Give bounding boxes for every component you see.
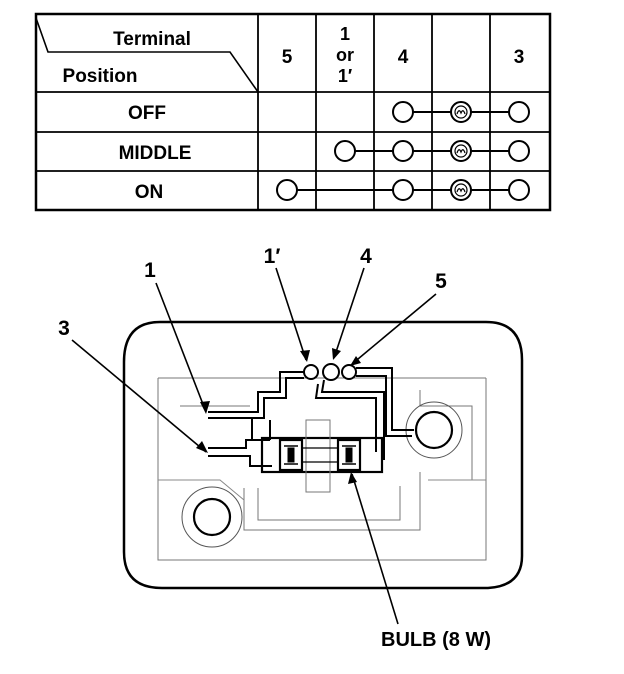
contact-4 [322,363,340,381]
continuity-table [34,12,552,212]
bulb-symbol-inner [454,105,468,119]
bulb-symbol-inner [454,144,468,158]
housing-outline [122,320,524,590]
leader-arrowheads [196,348,361,484]
header-terminal: Terminal [113,29,191,50]
col-header-5: 5 [282,47,293,68]
row-label-on: ON [135,182,164,203]
callout-1prime: 1′ [264,245,281,268]
bulb-symbol-inner [454,183,468,197]
contact-1prime [303,364,319,380]
col-header-4: 4 [398,47,409,68]
continuity-terminal [392,140,414,162]
header-diagonal [35,17,259,93]
leader-lines [71,267,437,625]
mounting-hole-right [405,401,463,459]
bulb-filament [456,188,466,193]
continuity-terminal [508,140,530,162]
svg-text:1: 1 [340,24,350,44]
bulb-filament [456,110,466,115]
continuity-terminal [392,179,414,201]
col-header-3: 3 [514,47,525,68]
callout-bulb: BULB (8 W) [381,629,491,651]
bulb-holder [260,419,384,493]
switch-housing [122,320,524,590]
svg-text:or: or [336,45,354,65]
continuity-marks [276,101,530,201]
continuity-terminal [508,101,530,123]
header-position: Position [63,66,138,87]
row-label-off: OFF [128,103,166,124]
bulb-filament [456,149,466,154]
callout-3: 3 [58,317,70,340]
continuity-terminal [276,179,298,201]
continuity-terminal [508,179,530,201]
row-label-middle: MIDDLE [119,143,192,164]
callout-4: 4 [360,245,372,268]
callout-5: 5 [435,270,447,293]
terminal-contacts [303,363,357,381]
col-header-1-or-1prime: 1 or 1′ [336,24,354,86]
mounting-hole-left [181,486,243,548]
contact-5 [341,364,357,380]
svg-text:1′: 1′ [338,66,352,86]
callout-1: 1 [144,259,156,282]
circuit-traces [208,367,414,467]
continuity-terminal [334,140,356,162]
continuity-terminal [392,101,414,123]
